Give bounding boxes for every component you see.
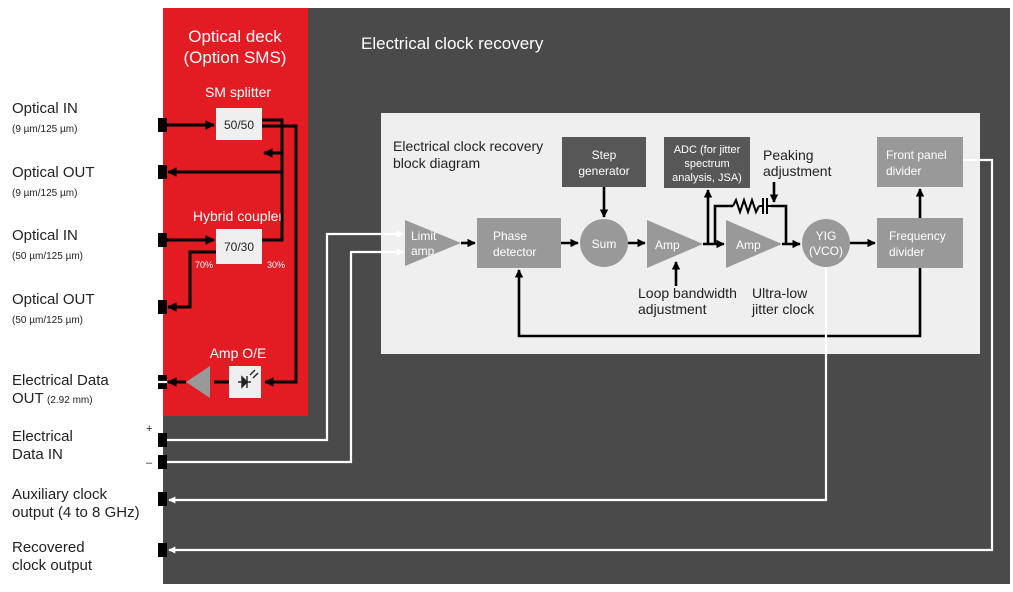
loop-bandwidth-label: Loop bandwidth	[638, 285, 737, 301]
amp-1-block	[647, 220, 703, 268]
peaking-label: Peaking	[763, 147, 814, 163]
optical-in-1-label: Optical IN	[12, 100, 78, 117]
hybrid-coupler-block	[216, 229, 262, 264]
loop-bandwidth-label-2: adjustment	[638, 301, 707, 317]
optical-out-1-label: Optical OUT	[12, 164, 95, 181]
optical-in-1-connector[interactable]	[158, 118, 167, 132]
adc-block	[664, 137, 750, 188]
sm-splitter-label: SM splitter	[205, 84, 271, 100]
aux-clock-label: Auxiliary clock	[12, 486, 108, 503]
limit-amp-block	[405, 220, 461, 266]
coupler-70-pct: 70%	[195, 260, 213, 270]
recovered-clock-connector[interactable]	[158, 543, 167, 557]
plus-sign: +	[146, 423, 152, 435]
front-panel-divider-label-2: divider	[886, 164, 921, 178]
optical-deck-subtitle: (Option SMS)	[184, 48, 287, 67]
front-panel-divider-block	[877, 137, 963, 187]
optical-in-1-spec: (9 µm/125 µm)	[12, 124, 77, 135]
step-generator-label: Step	[592, 148, 617, 162]
yig-label: YIG	[816, 229, 837, 243]
electrical-section-title: Electrical clock recovery	[361, 34, 544, 53]
yig-vco-block	[802, 219, 850, 267]
adc-label: ADC (for jitter	[674, 144, 741, 156]
ultra-low-jitter-label-2: jitter clock	[751, 301, 815, 317]
peaking-rc-icon	[732, 196, 771, 216]
frequency-divider-label-2: divider	[889, 245, 924, 259]
sum-block	[580, 219, 628, 267]
front-panel-divider-label: Front panel	[886, 148, 947, 162]
optical-in-2-spec: (50 µm/125 µm)	[12, 251, 83, 262]
amp-oe-label: Amp O/E	[210, 345, 267, 361]
optical-deck-title: Optical deck	[188, 27, 282, 46]
coupler-30-pct: 30%	[267, 260, 285, 270]
aux-clock-connector[interactable]	[158, 492, 167, 506]
adc-label-3: analysis, JSA)	[672, 172, 742, 184]
peaking-label-2: adjustment	[763, 163, 832, 179]
ultra-low-jitter-label: Ultra-low	[752, 285, 808, 301]
optical-out-2-spec: (50 µm/125 µm)	[12, 315, 83, 326]
optical-out-2-connector[interactable]	[158, 300, 167, 314]
optical-out-2-label: Optical OUT	[12, 291, 95, 308]
vco-label: (VCO)	[809, 244, 843, 258]
elec-data-in-minus-connector[interactable]	[158, 455, 167, 469]
electrical-wiring	[136, 230, 404, 464]
oe-amplifier-icon	[186, 366, 210, 398]
recovered-clock-label: Recovered	[12, 539, 85, 556]
amp-1-label: Amp	[655, 238, 680, 252]
block-diagram-title: Electrical clock recovery	[393, 138, 543, 154]
elec-data-out-spec: (2.92 mm)	[47, 395, 93, 406]
phase-detector-label-2: detector	[493, 245, 536, 259]
optical-out-1-connector[interactable]	[158, 165, 167, 179]
optical-in-2-label: Optical IN	[12, 227, 78, 244]
adc-label-2: spectrum	[684, 158, 729, 170]
clock-output-wiring	[168, 158, 994, 554]
optical-out-1-spec: (9 µm/125 µm)	[12, 188, 77, 199]
hybrid-coupler-ratio: 70/30	[224, 240, 254, 254]
optical-deck-panel	[163, 8, 308, 416]
hybrid-coupler-label: Hybrid coupler	[193, 208, 284, 224]
frequency-divider-label: Frequency	[889, 229, 946, 243]
block-diagram-subtitle: block diagram	[393, 155, 480, 171]
aux-clock-label-2: output (4 to 8 GHz)	[12, 504, 140, 521]
elec-data-out-label: Electrical Data	[12, 372, 109, 389]
minus-sign: –	[146, 457, 153, 469]
block-wiring	[461, 182, 925, 338]
amp-2-block	[726, 220, 782, 268]
limit-amp-label: Limit	[411, 229, 437, 243]
step-generator-label-2: generator	[578, 164, 629, 178]
elec-data-in-label: Electrical	[12, 428, 73, 445]
frequency-divider-block	[877, 218, 963, 268]
sm-splitter-block	[216, 108, 262, 140]
sum-label: Sum	[592, 237, 617, 251]
elec-data-in-plus-connector[interactable]	[158, 433, 167, 447]
elec-data-out-label-2: OUT	[12, 390, 44, 407]
optical-in-2-connector[interactable]	[158, 233, 167, 247]
phase-detector-label: Phase	[493, 229, 527, 243]
recovered-clock-label-2: clock output	[12, 557, 93, 574]
limit-amp-label-2: amp	[411, 244, 435, 258]
phase-detector-block	[477, 218, 561, 268]
sm-splitter-ratio: 50/50	[224, 118, 254, 132]
step-generator-block	[562, 137, 646, 187]
elec-data-in-label-2: Data IN	[12, 446, 63, 463]
amp-2-label: Amp	[736, 238, 761, 252]
optical-wiring	[165, 118, 298, 387]
photodiode-icon	[238, 369, 259, 389]
